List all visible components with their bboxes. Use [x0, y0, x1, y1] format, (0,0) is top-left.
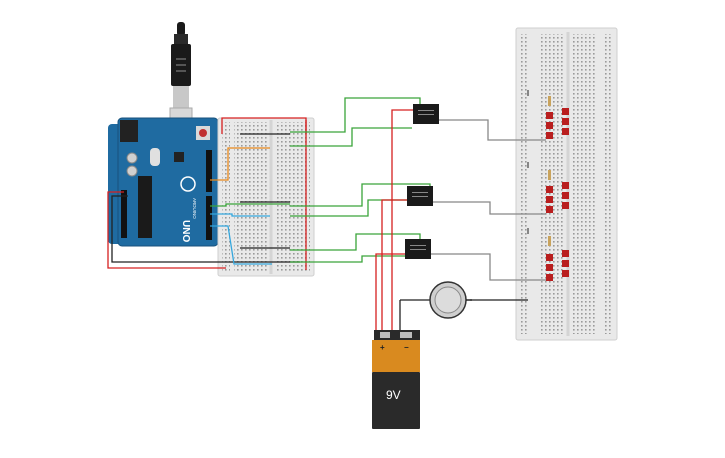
arduino-model-label: UNO	[180, 220, 191, 242]
led-group-3[interactable]	[527, 228, 569, 281]
arduino-brand-label: ARDUINO	[192, 198, 197, 219]
wires-arduino	[107, 117, 307, 270]
battery-9v[interactable]: + − 9V	[372, 330, 420, 429]
relay-3[interactable]	[405, 239, 431, 259]
usb-cable	[169, 22, 193, 135]
battery-voltage-label: 9V	[386, 388, 401, 402]
arduino-uno[interactable]: UNO ARDUINO	[117, 117, 219, 247]
wires-green-control	[290, 97, 431, 263]
battery-plus-label: +	[380, 343, 385, 352]
relay-2[interactable]	[407, 186, 433, 206]
wires-gray-output	[431, 119, 546, 301]
relay-1[interactable]	[413, 104, 439, 124]
led-group-1[interactable]	[527, 90, 569, 139]
buzzer[interactable]	[399, 281, 472, 330]
battery-minus-label: −	[404, 343, 409, 352]
wires-red-power	[375, 109, 413, 332]
led-group-2[interactable]	[527, 162, 569, 213]
